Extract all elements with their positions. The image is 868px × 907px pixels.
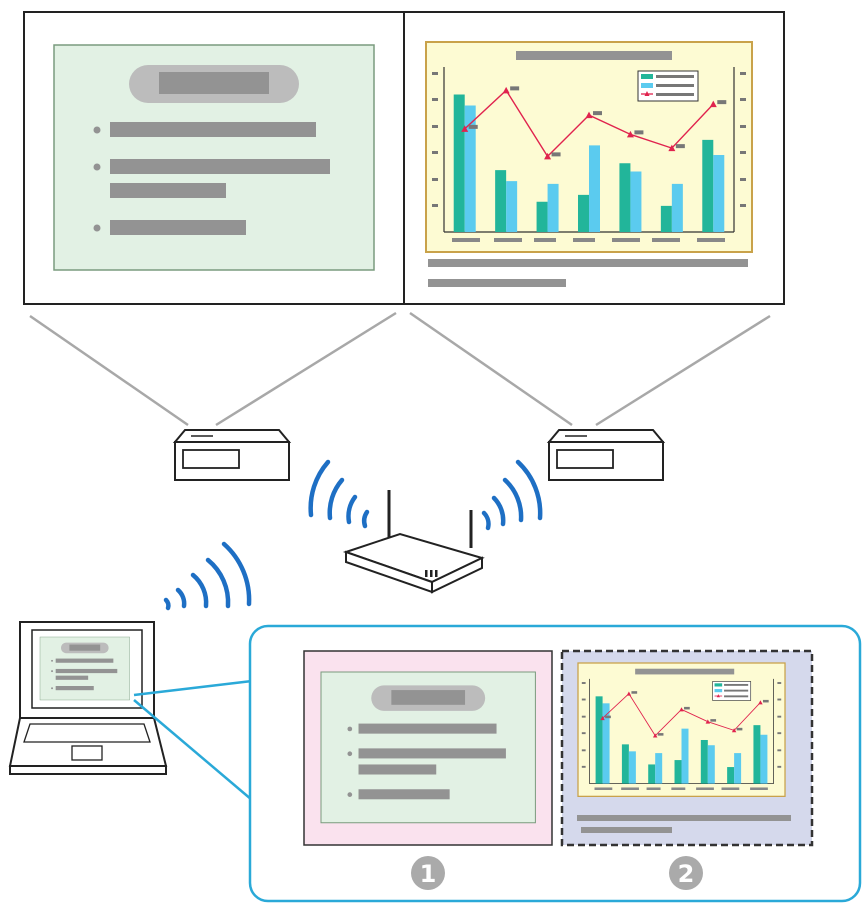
chart-bar [506,181,518,232]
chart-line-point [502,86,510,94]
panel-2 [560,649,814,847]
panel-2-chart [577,662,786,797]
chart-data-label [684,706,690,710]
laptop-icon [8,621,168,775]
projector-icon [174,429,290,481]
chart-bar [589,145,600,232]
chart-bar [602,703,610,784]
screen-right-chart-area [425,41,753,287]
chart-line-point [461,125,469,132]
chart-bar [753,725,761,784]
chart-bar [702,139,714,232]
chart-bar [547,183,559,232]
chart-data-label [736,727,743,731]
chart-data-label [675,144,685,149]
chart-line-point [652,733,658,738]
panel-number-1: 1 [420,860,437,888]
chart-line-point [758,700,763,705]
chart-bar [595,696,603,784]
chart-bar [648,764,656,784]
chart-data-label [710,719,717,722]
chart-bar [578,194,589,232]
chart-line-point [679,707,684,712]
chart-data-label [551,152,561,157]
chart-bar [655,753,663,784]
projector-icon [548,429,664,481]
chart-bar [674,760,682,784]
wifi-wave-icon [163,541,252,611]
chart-line-point [626,130,634,138]
wifi-wave-icon [308,459,370,529]
chart-data-label [593,111,602,116]
panel-number-2: 2 [678,860,695,888]
chart-data-label [657,733,664,736]
caption-bar-1 [428,259,748,267]
chart-bar [671,183,683,232]
chart-bar [630,171,642,232]
projection-beams [29,311,771,427]
callout-pointer [133,679,253,801]
chart-bar [628,751,636,784]
panel-number-badge-1: 1 [411,856,445,890]
panel-number-badge-2: 2 [669,856,703,890]
chart-line-point [585,111,593,119]
chart-bar [734,753,742,784]
panel-2-caption-2 [581,827,672,833]
chart-data-label [468,124,478,129]
chart-data-label [605,715,611,719]
chart-bar [727,767,735,784]
chart-data-label [510,86,520,91]
chart-bar [660,205,672,232]
chart-bar [495,170,507,232]
laptop-screen-slide [39,636,130,701]
chart-line-point [626,691,632,696]
chart-line-point [668,144,676,152]
chart-line-point [705,719,711,724]
chart-line-point [544,152,552,160]
chart-bar [700,739,708,784]
chart-bar [619,163,631,232]
caption-bar-2 [428,279,566,287]
chart-bar [713,155,725,232]
panel-2-caption-1 [577,815,791,821]
chart-line-point [731,728,737,733]
screen-left-slide [53,44,375,271]
chart-bar [707,745,715,784]
panel-1 [303,650,553,846]
chart-data-label [762,699,769,703]
chart-bar [681,728,689,784]
wifi-wave-icon [481,459,543,531]
chart-bar [464,105,476,232]
chart-bar [453,94,465,232]
chart-bar [536,201,548,232]
chart-bar [760,734,768,784]
wireless-router-icon [342,490,485,594]
chart-bar [621,744,629,784]
chart-data-label [717,100,727,105]
chart-line-point [600,715,605,721]
panel-1-slide [320,671,536,824]
big-chart-plot [453,86,727,232]
chart-line-point [709,100,717,108]
chart-data-label [634,130,644,135]
chart-data-label [631,691,638,694]
